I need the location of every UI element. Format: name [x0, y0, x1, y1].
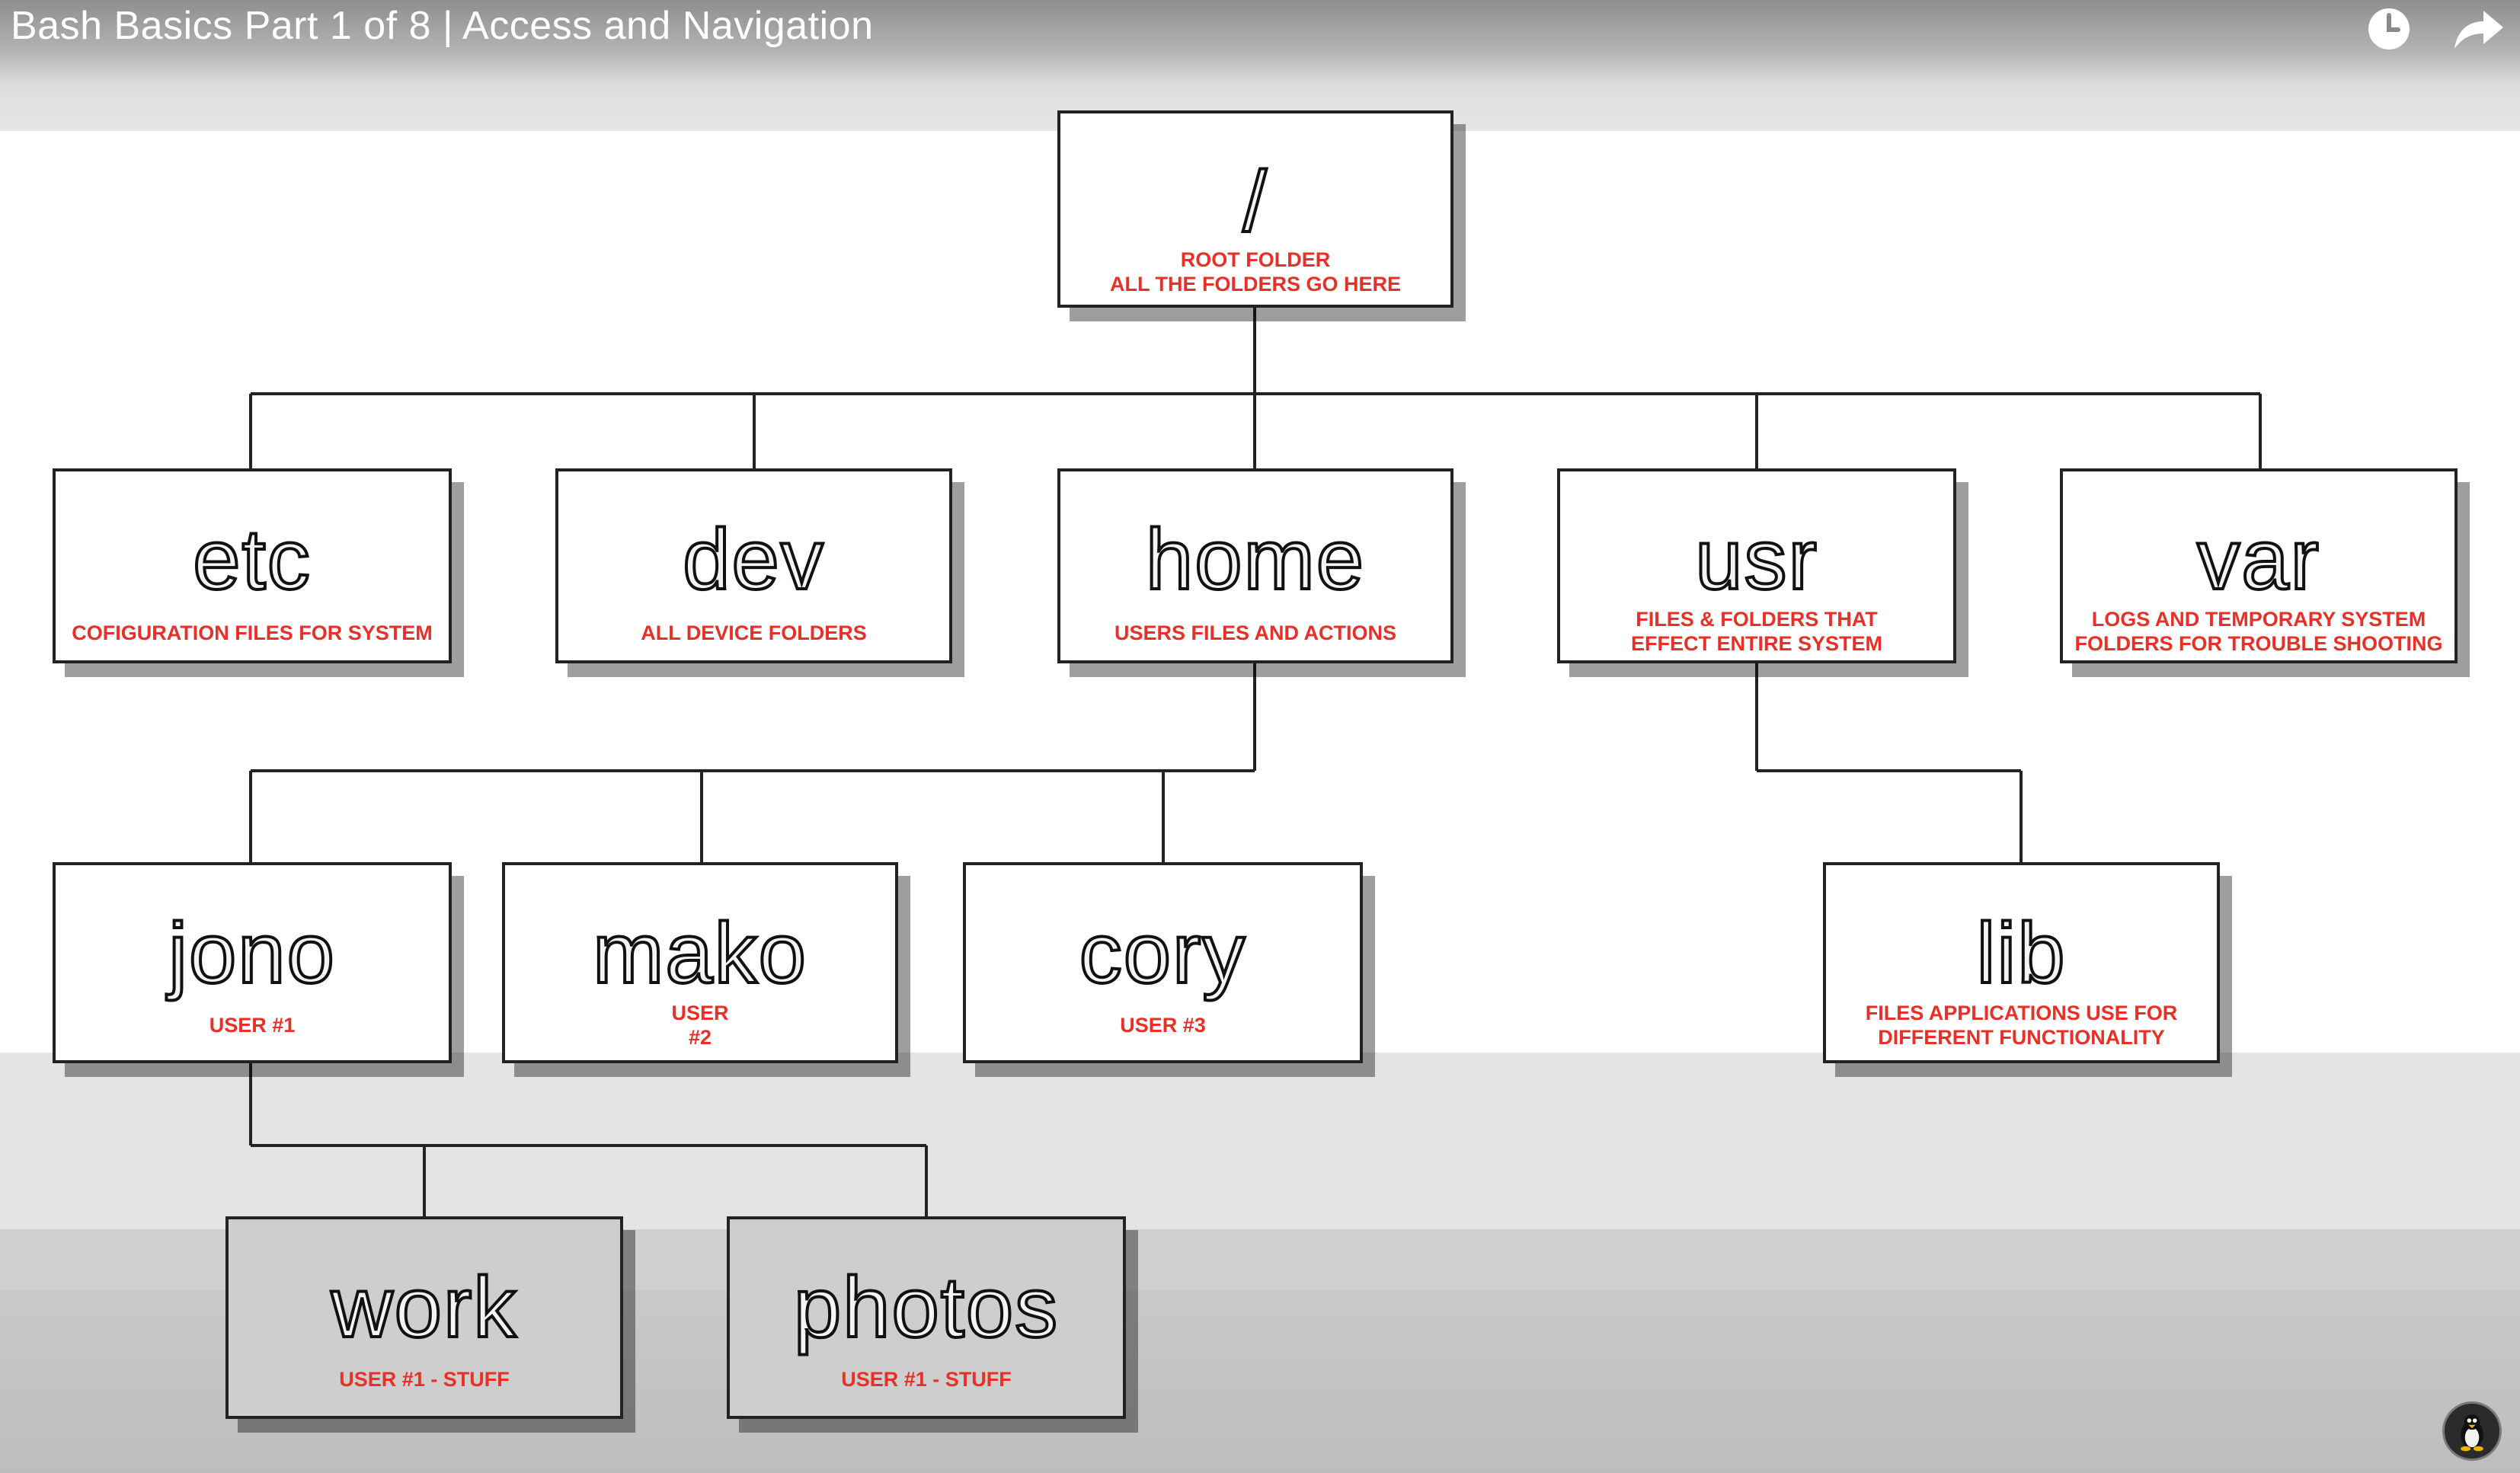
folder-description: FILES APPLICATIONS USE FOR DIFFERENT FUN… — [1865, 1002, 2178, 1049]
folder-mako: mako USER #2 — [502, 862, 898, 1063]
folder-name: work — [330, 1260, 518, 1355]
folder-name: / — [1241, 154, 1268, 249]
folder-description: USER #1 - STUFF — [339, 1368, 510, 1391]
folder-description: USERS FILES AND ACTIONS — [1114, 621, 1397, 644]
folder-cory: cory USER #3 — [963, 862, 1363, 1063]
folder-usr: usr FILES & FOLDERS THAT EFFECT ENTIRE S… — [1557, 468, 1956, 663]
folder-etc: etc COFIGURATION FILES FOR SYSTEM — [53, 468, 452, 663]
folder-description: COFIGURATION FILES FOR SYSTEM — [72, 621, 433, 644]
folder-name: dev — [681, 512, 825, 607]
folder-work: work USER #1 - STUFF — [225, 1216, 623, 1419]
clock-icon[interactable] — [2366, 6, 2412, 52]
folder-var: var LOGS AND TEMPORARY SYSTEM FOLDERS FO… — [2060, 468, 2458, 663]
video-top-gradient — [0, 0, 2520, 131]
folder-name: etc — [191, 512, 312, 607]
folder-name: usr — [1693, 512, 1818, 607]
slide-band-light — [0, 1053, 2520, 1229]
folder-name: cory — [1078, 906, 1247, 1001]
folder-root: / ROOT FOLDER ALL THE FOLDERS GO HERE — [1057, 110, 1453, 308]
folder-description: USER #3 — [1120, 1014, 1206, 1037]
folder-name: var — [2195, 512, 2320, 607]
folder-description: ALL DEVICE FOLDERS — [641, 621, 867, 644]
video-title[interactable]: Bash Basics Part 1 of 8 | Access and Nav… — [11, 4, 874, 48]
folder-name: photos — [792, 1260, 1060, 1355]
folder-description: USER #1 - STUFF — [841, 1368, 1012, 1391]
folder-lib: lib FILES APPLICATIONS USE FOR DIFFERENT… — [1823, 862, 2220, 1063]
folder-description: FILES & FOLDERS THAT EFFECT ENTIRE SYSTE… — [1630, 608, 1883, 655]
folder-name: jono — [167, 906, 336, 1001]
folder-description: ROOT FOLDER ALL THE FOLDERS GO HERE — [1109, 248, 1402, 296]
folder-name: mako — [591, 906, 807, 1001]
folder-description: USER #2 — [671, 1002, 729, 1049]
tux-penguin-icon[interactable] — [2442, 1401, 2502, 1461]
folder-name: lib — [1975, 906, 2067, 1001]
share-arrow-icon[interactable] — [2451, 6, 2505, 52]
folder-description: LOGS AND TEMPORARY SYSTEM FOLDERS FOR TR… — [2074, 608, 2443, 655]
folder-dev: dev ALL DEVICE FOLDERS — [555, 468, 952, 663]
folder-jono: jono USER #1 — [53, 862, 452, 1063]
folder-photos: photos USER #1 - STUFF — [727, 1216, 1126, 1419]
folder-description: USER #1 — [209, 1014, 296, 1037]
folder-home: home USERS FILES AND ACTIONS — [1057, 468, 1453, 663]
folder-name: home — [1144, 512, 1366, 607]
